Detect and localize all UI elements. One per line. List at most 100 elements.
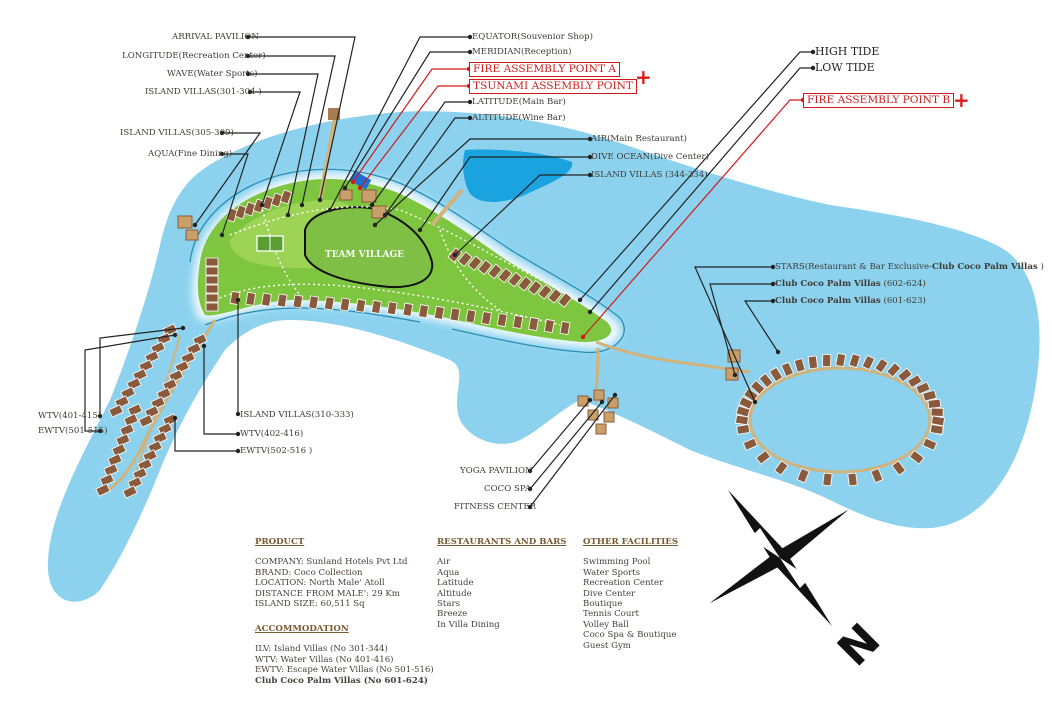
leader-line: [174, 418, 238, 452]
island-villa: [547, 288, 563, 304]
fire-b-cross-icon: +: [953, 88, 970, 112]
leader-dot: [247, 89, 253, 95]
leader-line: [248, 73, 319, 216]
leader-dot: [775, 349, 781, 355]
accommodation-section: ACCOMMODATION ILV: Island Villas (No 301…: [255, 624, 434, 686]
island-villa: [205, 266, 219, 276]
club-villa: [906, 374, 923, 389]
island-villa: [497, 267, 513, 284]
facility-item: Swimming Pool: [583, 557, 651, 568]
leader-dot: [245, 53, 251, 59]
island-villa: [480, 311, 492, 326]
club-villa: [870, 468, 884, 484]
island-villa: [543, 318, 555, 334]
escape-water-villa: [127, 476, 143, 490]
leader-line: [694, 266, 773, 403]
leader-dot: [201, 343, 207, 349]
leader-dot: [97, 413, 103, 419]
leader-dot: [467, 99, 473, 105]
leader-dot: [259, 202, 265, 208]
deep-water: [463, 149, 573, 202]
club-villa: [874, 357, 889, 374]
escape-water-villa: [95, 483, 111, 497]
leader-dot: [245, 34, 251, 40]
club-villa: [758, 372, 774, 389]
island-villa: [418, 304, 430, 319]
restaurant-item: Latitude: [437, 578, 474, 589]
island-villa: [457, 251, 473, 267]
leader-dot: [235, 297, 241, 303]
island-villa: [467, 255, 483, 271]
club-villa: [822, 354, 832, 368]
restaurant-item: Altitude: [437, 588, 472, 599]
leader-dot: [219, 130, 225, 136]
label-ewtv-502: EWTV(502-516 ): [240, 446, 313, 456]
leader-line: [579, 51, 813, 301]
label-dive-ocean: DIVE OCEAN(Dive Center): [591, 152, 709, 162]
label-aqua: AQUA(Fine Dining): [148, 149, 233, 159]
club-villa: [773, 460, 789, 476]
island-villa: [512, 314, 524, 330]
island-villa: [323, 296, 335, 311]
leader-line: [589, 67, 813, 313]
island-villa: [527, 279, 543, 296]
leader-dot: [299, 202, 305, 208]
leader-dot: [612, 392, 618, 398]
club-villa: [822, 472, 833, 487]
facility-item: Boutique: [583, 599, 623, 610]
leader-dot: [219, 151, 225, 157]
club-villa: [736, 424, 751, 435]
leader-dot: [467, 49, 473, 55]
label-arrival-pavilion: ARRIVAL PAVILION: [172, 32, 259, 42]
leader-dot: [317, 197, 323, 203]
label-coco-spa: COCO SPA: [484, 484, 532, 494]
leader-line: [384, 117, 470, 216]
club-villa: [848, 353, 861, 369]
island-villa: [402, 302, 414, 317]
leader-dot: [369, 202, 375, 208]
leader-line: [743, 300, 779, 353]
club-villa: [738, 396, 754, 410]
label-air: AIR(Main Restaurant): [591, 134, 688, 144]
label-ewtv-501: EWTV(501-515): [38, 426, 108, 436]
island-villa: [205, 275, 219, 285]
leader-dot: [245, 71, 251, 77]
escape-water-villa: [107, 453, 123, 467]
label-tsunami-assembly: TSUNAMI ASSEMBLY POINT: [469, 79, 637, 94]
club-villa: [915, 381, 931, 395]
label-high-tide: HIGH TIDE: [815, 45, 880, 58]
island-villa: [370, 299, 382, 315]
club-villa: [891, 460, 907, 476]
leader-dot: [587, 397, 593, 403]
leader-dot: [97, 428, 103, 434]
island-villa: [496, 312, 508, 328]
club-villa: [886, 362, 902, 378]
island-villa: [449, 307, 461, 322]
label-wtv-401: WTV(401-415): [38, 411, 102, 421]
water-villa: [108, 404, 124, 418]
club-villa: [922, 437, 938, 451]
leader-line: [359, 85, 469, 189]
leader-line: [248, 55, 336, 206]
facility-item: Tennis Court: [583, 609, 639, 620]
restaurants-section: RESTAURANTS AND BARS Air Aqua Latitude A…: [437, 537, 567, 630]
leader-line: [454, 174, 590, 256]
escape-water-villa: [132, 467, 148, 481]
leader-dot: [770, 264, 776, 270]
club-villa: [743, 387, 759, 403]
island-villa: [355, 298, 367, 313]
club-villa: [793, 357, 806, 373]
leader-dot: [527, 486, 533, 492]
label-stars: STARS(Restaurant & Bar Exclusive-Club Co…: [775, 262, 1044, 272]
island-villa: [557, 292, 573, 308]
leader-line: [203, 346, 238, 435]
product-line: ISLAND SIZE: 60,511 Sq: [255, 599, 365, 610]
label-equator: EQUATOR(Souvenior Shop): [472, 32, 593, 42]
label-longitude: LONGITUDE(Recreation Center): [122, 51, 266, 61]
product-section: PRODUCT COMPANY: Sunland Hotels Pvt Ltd …: [255, 537, 408, 609]
leader-dot: [180, 325, 186, 331]
leader-dot: [599, 399, 605, 405]
escape-water-villa: [115, 433, 131, 447]
